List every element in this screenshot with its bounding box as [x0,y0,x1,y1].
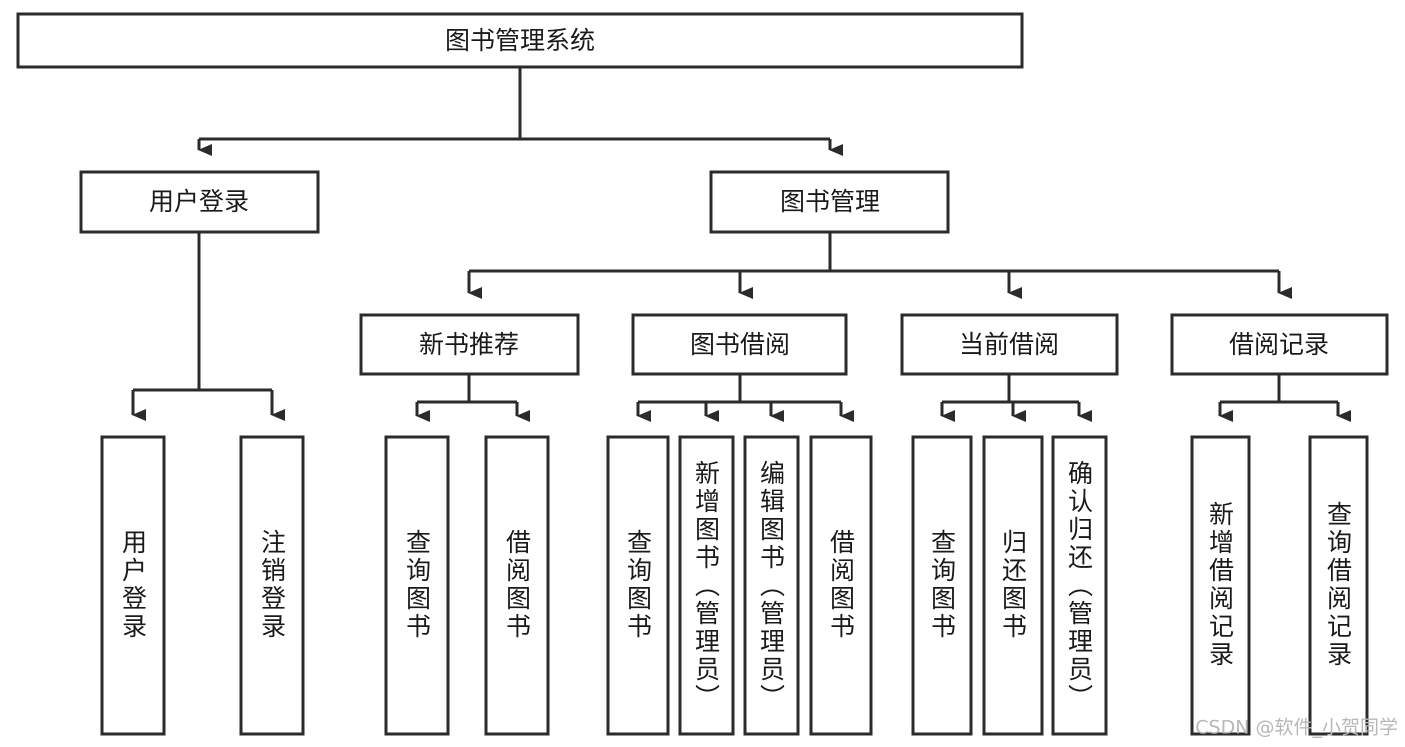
leaf-node-borrow-book-recommend[interactable]: 借阅图书 [484,435,550,736]
leaf-query-book-recommend-box[interactable] [384,435,450,736]
leaf-edit-book-admin-label: 编辑图书（管理员） [757,460,786,712]
node-book-borrow[interactable]: 图书借阅 [631,313,848,376]
leaf-node-return-book[interactable]: 归还图书 [982,435,1044,736]
leaf-node-query-book-borrow[interactable]: 查询图书 [606,435,670,736]
node-user-login-box[interactable] [79,170,320,234]
leaf-node-query-book-current[interactable]: 查询图书 [911,435,973,736]
leaf-confirm-return-admin-box[interactable] [1051,435,1108,736]
csdn-watermark: CSDN @软件_小贺同学 [1195,717,1398,739]
node-new-book-recommend-label: 新书推荐 [419,330,519,359]
node-root[interactable]: 图书管理系统 [16,12,1024,69]
node-book-manage-box[interactable] [709,170,950,234]
node-book-borrow-box[interactable] [631,313,848,376]
leaf-node-edit-book-admin[interactable]: 编辑图书（管理员） [743,435,800,736]
leaf-query-book-current-label: 查询图书 [928,529,957,641]
leaf-return-book-label: 归还图书 [999,529,1028,641]
leaf-node-borrow-book-borrow[interactable]: 借阅图书 [809,435,873,736]
leaf-node-user-login[interactable]: 用户登录 [100,435,166,736]
leaf-borrow-book-borrow-label: 借阅图书 [827,529,856,641]
node-borrow-record[interactable]: 借阅记录 [1170,313,1389,376]
leaf-node-query-borrow-record[interactable]: 查询借阅记录 [1308,435,1369,736]
leaf-add-borrow-record-label: 新增借阅记录 [1206,501,1235,669]
leaf-confirm-return-admin-label: 确认归还（管理员） [1065,460,1094,712]
leaf-borrow-book-recommend-label: 借阅图书 [503,529,532,641]
leaf-add-book-admin-box[interactable] [678,435,735,736]
node-current-borrow-box[interactable] [900,313,1119,376]
node-current-borrow[interactable]: 当前借阅 [900,313,1119,376]
node-root-label: 图书管理系统 [445,26,595,55]
leaf-query-borrow-record-box[interactable] [1308,435,1369,736]
leaf-query-borrow-record-label: 查询借阅记录 [1324,501,1353,669]
leaf-borrow-book-borrow-box[interactable] [809,435,873,736]
leaf-user-login-box[interactable] [100,435,166,736]
leaf-user-logout-box[interactable] [239,435,305,736]
leaf-borrow-book-recommend-box[interactable] [484,435,550,736]
node-new-book-recommend-box[interactable] [359,313,580,376]
node-borrow-record-box[interactable] [1170,313,1389,376]
node-book-manage-label: 图书管理 [780,187,880,216]
leaf-add-borrow-record-box[interactable] [1190,435,1251,736]
node-new-book-recommend[interactable]: 新书推荐 [359,313,580,376]
leaf-query-book-borrow-box[interactable] [606,435,670,736]
node-borrow-record-label: 借阅记录 [1229,330,1329,359]
leaf-node-add-book-admin[interactable]: 新增图书（管理员） [678,435,735,736]
node-user-login[interactable]: 用户登录 [79,170,320,234]
leaf-query-book-borrow-label: 查询图书 [624,529,653,641]
leaf-node-user-logout[interactable]: 注销登录 [239,435,305,736]
node-root-box[interactable] [16,12,1024,69]
leaf-query-book-recommend-label: 查询图书 [403,529,432,641]
leaf-return-book-box[interactable] [982,435,1044,736]
node-user-login-label: 用户登录 [149,187,249,216]
leaf-query-book-current-box[interactable] [911,435,973,736]
leaf-user-logout-label: 注销登录 [258,529,287,641]
node-book-borrow-label: 图书借阅 [690,330,790,359]
leaf-node-add-borrow-record[interactable]: 新增借阅记录 [1190,435,1251,736]
leaf-node-query-book-recommend[interactable]: 查询图书 [384,435,450,736]
leaf-user-login-label: 用户登录 [119,529,148,641]
node-current-borrow-label: 当前借阅 [959,330,1059,359]
connector-layer [131,67,1351,422]
leaf-node-confirm-return-admin[interactable]: 确认归还（管理员） [1051,435,1108,736]
node-book-manage[interactable]: 图书管理 [709,170,950,234]
leaf-edit-book-admin-box[interactable] [743,435,800,736]
leaf-add-book-admin-label: 新增图书（管理员） [692,460,721,712]
